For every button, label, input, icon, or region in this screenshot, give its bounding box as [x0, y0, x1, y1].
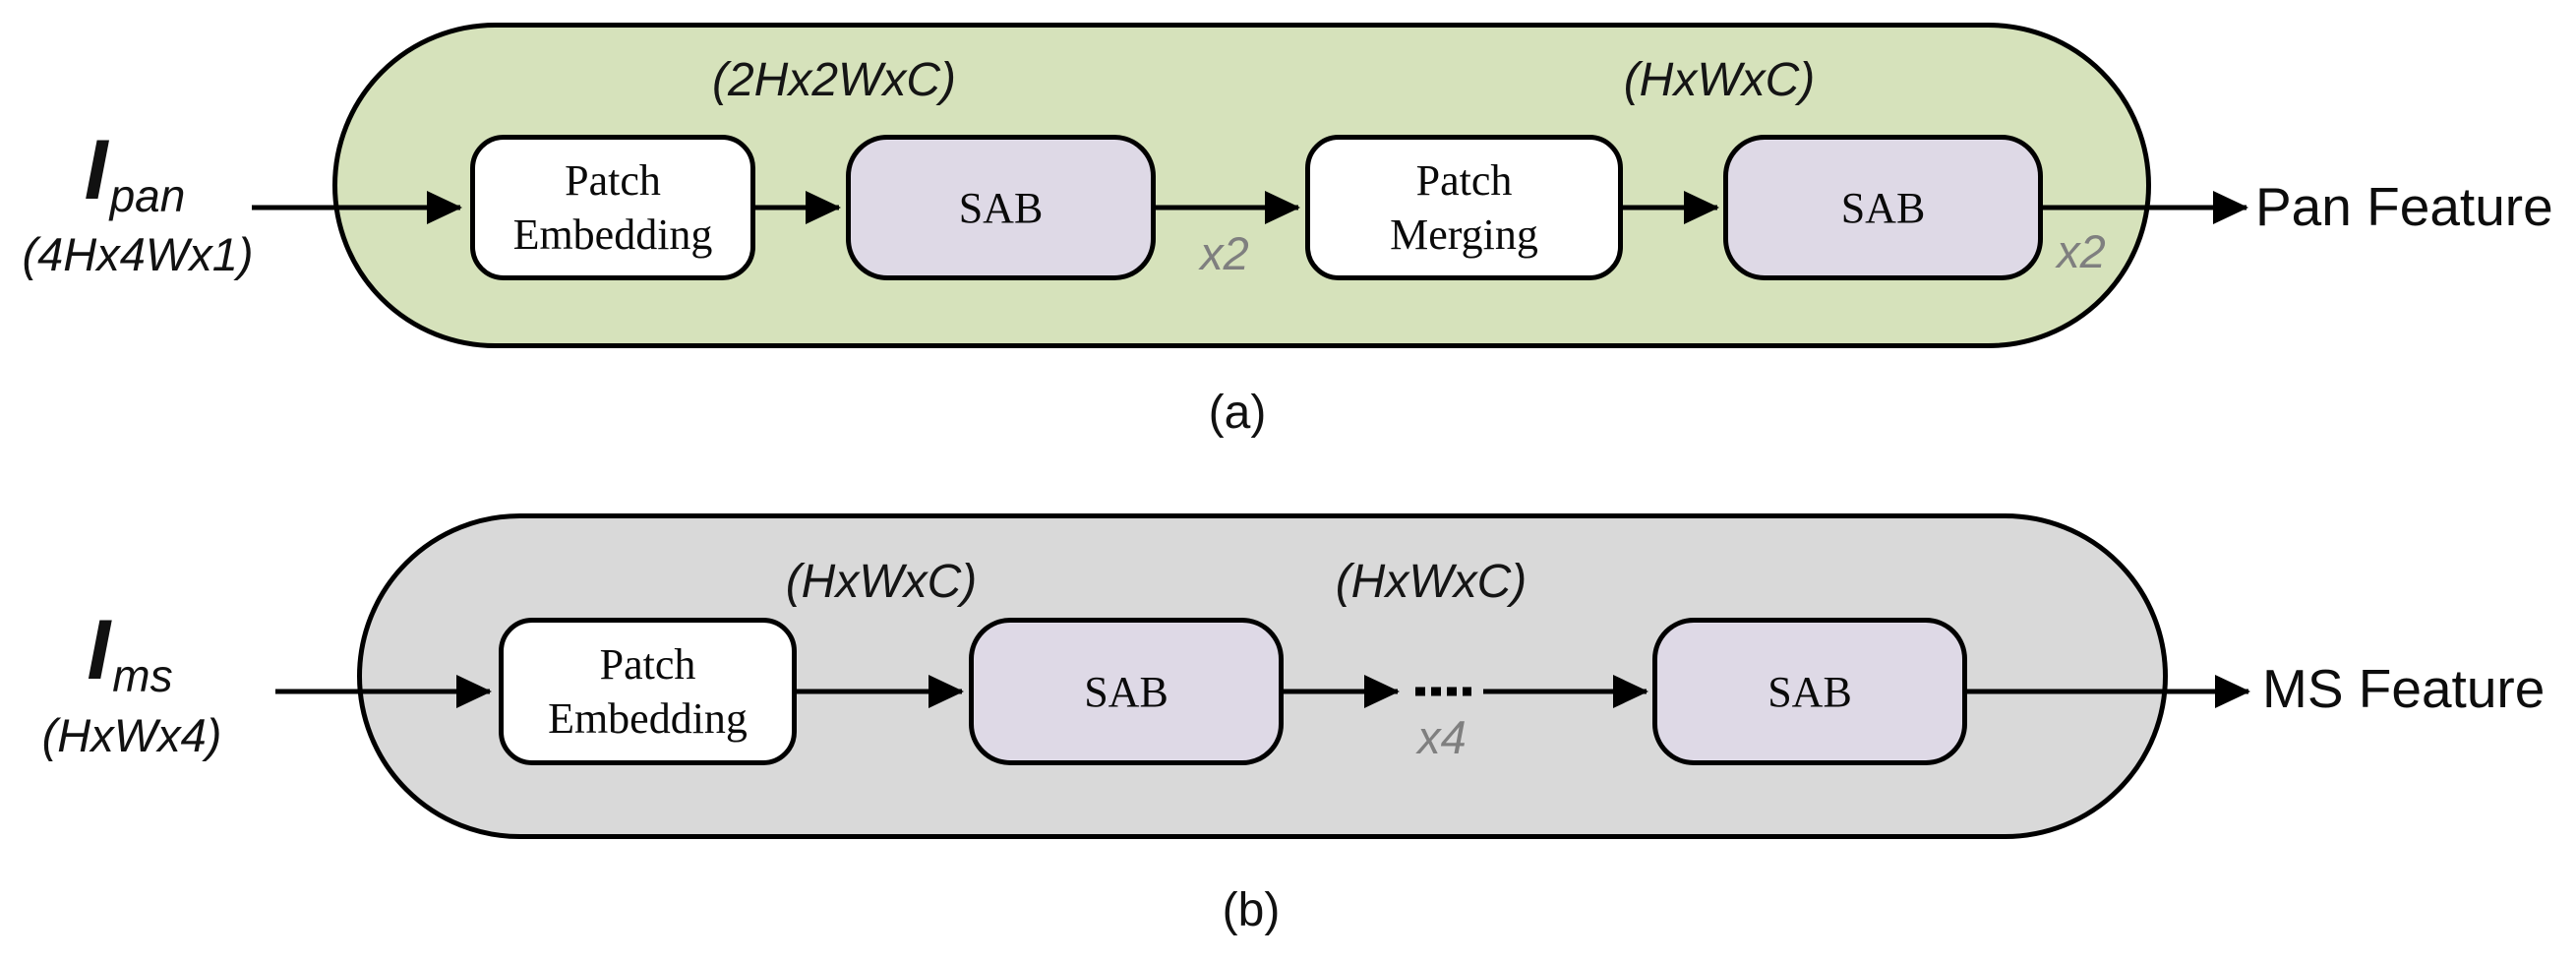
patch-embedding-box-b: Patch Embedding [499, 618, 797, 765]
repeat-x4-label: x4 [1417, 711, 1467, 763]
pan-input-symbol: I [84, 123, 108, 217]
ms-input-dims: (HxWx4) [41, 709, 222, 761]
caption-b: (b) [1222, 884, 1281, 936]
dim-label-hxwxc-a: (HxWxC) [1623, 54, 1816, 106]
ms-input-symbol: I [87, 603, 111, 697]
dim-label-hxwxc-b2: (HxWxC) [1335, 556, 1528, 608]
ms-input-label: I ms [12, 608, 248, 698]
patch-merging-box: Patch Merging [1305, 135, 1623, 280]
repeat-x2-label-2: x2 [2057, 225, 2106, 277]
pan-input-label: I pan [17, 128, 253, 218]
caption-a: (a) [1208, 387, 1267, 439]
patch-embedding-box-a: Patch Embedding [470, 135, 755, 280]
dim-label-hxwxc-b1: (HxWxC) [785, 556, 978, 608]
pan-feature-label: Pan Feature [2255, 176, 2553, 237]
sab-box-b1: SAB [969, 618, 1284, 765]
sab-box-a2: SAB [1723, 135, 2043, 280]
pan-input-dims: (4Hx4Wx1) [22, 228, 254, 280]
repeat-x2-label-1: x2 [1200, 227, 1249, 279]
sab-box-b2: SAB [1652, 618, 1967, 765]
sab-box-a1: SAB [846, 135, 1156, 280]
ms-feature-label: MS Feature [2262, 658, 2546, 719]
pan-input-subscript: pan [109, 170, 186, 221]
dim-label-2hx2wxc: (2Hx2WxC) [712, 54, 956, 106]
ms-input-subscript: ms [112, 650, 173, 701]
